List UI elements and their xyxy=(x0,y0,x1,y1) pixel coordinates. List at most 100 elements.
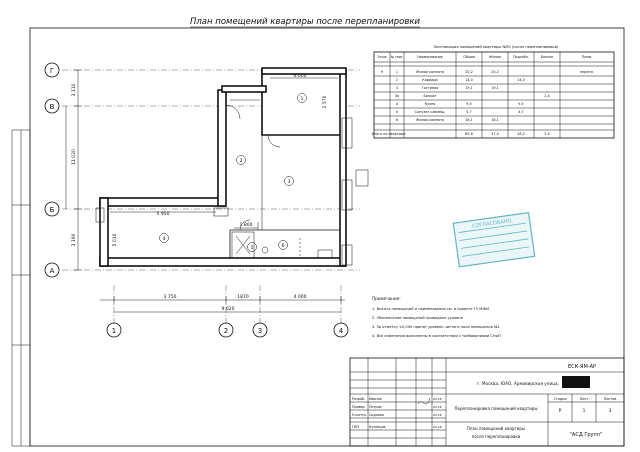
svg-text:Гостиная: Гостиная xyxy=(422,86,439,90)
room-label-1: 1 xyxy=(297,93,307,103)
svg-text:03.18: 03.18 xyxy=(433,425,442,429)
svg-text:Сидоров: Сидоров xyxy=(369,413,384,417)
svg-text:2 570: 2 570 xyxy=(322,95,328,108)
svg-text:28,2: 28,2 xyxy=(517,132,525,136)
svg-text:4: 4 xyxy=(339,327,344,335)
svg-text:5 950: 5 950 xyxy=(157,211,170,217)
svg-text:3: 3 xyxy=(258,327,262,335)
svg-text:Разраб.: Разраб. xyxy=(352,397,365,401)
svg-text:Листов: Листов xyxy=(604,397,617,401)
room-table: Экспликация помещений квартиры №90 (посл… xyxy=(372,45,615,139)
svg-text:9: 9 xyxy=(381,70,383,74)
axis-marker-3: 3 xyxy=(252,322,268,338)
room-label-5: 5 xyxy=(247,242,257,252)
svg-text:В: В xyxy=(50,103,55,111)
svg-text:3а: 3а xyxy=(395,94,399,98)
svg-text:Жилая комната: Жилая комната xyxy=(416,118,444,122)
svg-text:5: 5 xyxy=(251,245,254,251)
svg-text:после перепланировки: после перепланировки xyxy=(472,434,521,439)
svg-text:18,1: 18,1 xyxy=(491,118,499,122)
svg-text:План помещений квартиры: План помещений квартиры xyxy=(467,426,525,431)
svg-text:57,4: 57,4 xyxy=(491,132,499,136)
svg-text:Наименование: Наименование xyxy=(417,55,443,59)
svg-text:6: 6 xyxy=(396,118,398,122)
svg-text:Стадия: Стадия xyxy=(553,397,566,401)
svg-text:3 110: 3 110 xyxy=(71,83,77,96)
sheet-title: План помещений квартиры после перепланир… xyxy=(190,17,420,27)
svg-text:Г: Г xyxy=(50,67,54,75)
svg-text:14,0: 14,0 xyxy=(465,78,473,82)
svg-text:2,4: 2,4 xyxy=(544,132,549,136)
svg-text:ГИП: ГИП xyxy=(352,425,359,429)
svg-text:14,0: 14,0 xyxy=(517,78,525,82)
svg-text:Балкон: Балкон xyxy=(541,55,554,59)
svg-text:Балкон: Балкон xyxy=(424,94,437,98)
axis-marker-v: В xyxy=(44,98,60,114)
svg-text:Б: Б xyxy=(50,206,55,214)
svg-text:19,1: 19,1 xyxy=(465,86,473,90)
svg-text:Общая: Общая xyxy=(463,55,475,59)
svg-text:2. Обозначение помещений приве: 2. Обозначение помещений приведено услов… xyxy=(372,316,463,320)
room-table-title: Экспликация помещений квартиры №90 (посл… xyxy=(434,45,560,49)
svg-text:перепл.: перепл. xyxy=(580,70,594,74)
svg-text:3: 3 xyxy=(396,86,398,90)
svg-text:03.18: 03.18 xyxy=(433,413,442,417)
svg-text:Жилая: Жилая xyxy=(489,55,501,59)
room-label-3: 3 xyxy=(284,176,294,186)
svg-text:Н.контр.: Н.контр. xyxy=(352,413,367,417)
svg-text:2: 2 xyxy=(240,158,243,164)
svg-text:3: 3 xyxy=(609,408,612,414)
svg-text:20,2: 20,2 xyxy=(491,70,499,74)
svg-text:1. Высота помещений и наименов: 1. Высота помещений и наименования см. в… xyxy=(372,307,489,311)
signature-mark xyxy=(417,397,431,405)
svg-text:Санузел совмещ.: Санузел совмещ. xyxy=(415,110,446,114)
svg-text:3: 3 xyxy=(288,179,291,185)
project-address: г. Москва, ЮАО, Армавирская улица, xyxy=(477,381,559,386)
svg-text:4. Все изменения выполнены в с: 4. Все изменения выполнены в соответстви… xyxy=(372,334,501,338)
svg-text:2,4: 2,4 xyxy=(544,94,549,98)
svg-text:4 000: 4 000 xyxy=(294,294,307,300)
svg-text:Иванов: Иванов xyxy=(369,397,382,401)
svg-text:1 800: 1 800 xyxy=(240,222,253,228)
svg-text:3 750: 3 750 xyxy=(164,294,177,300)
axis-marker-1: 1 xyxy=(106,322,122,338)
svg-text:Жилая комната: Жилая комната xyxy=(416,70,444,74)
svg-text:4: 4 xyxy=(396,102,398,106)
svg-text:9 620: 9 620 xyxy=(222,306,235,312)
svg-text:№ пом.: № пом. xyxy=(391,55,403,59)
svg-text:Кухня: Кухня xyxy=(425,102,436,106)
svg-text:Кузнецов: Кузнецов xyxy=(369,425,385,429)
svg-text:11 020: 11 020 xyxy=(71,149,77,165)
room-label-2: 2 xyxy=(236,155,246,165)
svg-text:85,6: 85,6 xyxy=(465,132,473,136)
axis-marker-a: А xyxy=(44,262,60,278)
room-label-4: 4 xyxy=(159,233,169,243)
svg-text:3. За отметку ±0,000 принят ур: 3. За отметку ±0,000 принят уровень чист… xyxy=(372,325,500,329)
svg-text:Р: Р xyxy=(559,408,562,414)
svg-text:1: 1 xyxy=(301,96,304,102)
company-name: "АСД Групп" xyxy=(570,432,603,438)
svg-text:1: 1 xyxy=(112,327,116,335)
title-block: ЕСК-ЯМ-АР г. Москва, ЮАО, Армавирская ул… xyxy=(349,357,625,447)
svg-text:Подсобн.: Подсобн. xyxy=(513,55,529,59)
svg-text:1870: 1870 xyxy=(237,294,249,300)
svg-text:Коридор: Коридор xyxy=(422,78,437,82)
svg-text:6: 6 xyxy=(282,243,285,249)
svg-text:А: А xyxy=(50,267,55,275)
svg-text:4: 4 xyxy=(163,236,166,242)
room-label-6: 6 xyxy=(278,240,288,250)
svg-text:9,5: 9,5 xyxy=(466,102,471,106)
svg-text:5 010: 5 010 xyxy=(112,233,118,246)
redacted-address xyxy=(562,376,590,388)
svg-text:19,1: 19,1 xyxy=(491,86,499,90)
approval-stamp: СОГЛАСОВАНО xyxy=(452,211,536,268)
notes-block: Примечания: 1. Высота помещений и наимен… xyxy=(372,296,501,338)
svg-text:1: 1 xyxy=(583,408,586,414)
svg-text:20,2: 20,2 xyxy=(465,70,473,74)
document-code: ЕСК-ЯМ-АР xyxy=(568,364,596,370)
svg-text:Этаж: Этаж xyxy=(377,55,386,59)
svg-text:5: 5 xyxy=(396,110,398,114)
axis-marker-2: 2 xyxy=(218,322,234,338)
